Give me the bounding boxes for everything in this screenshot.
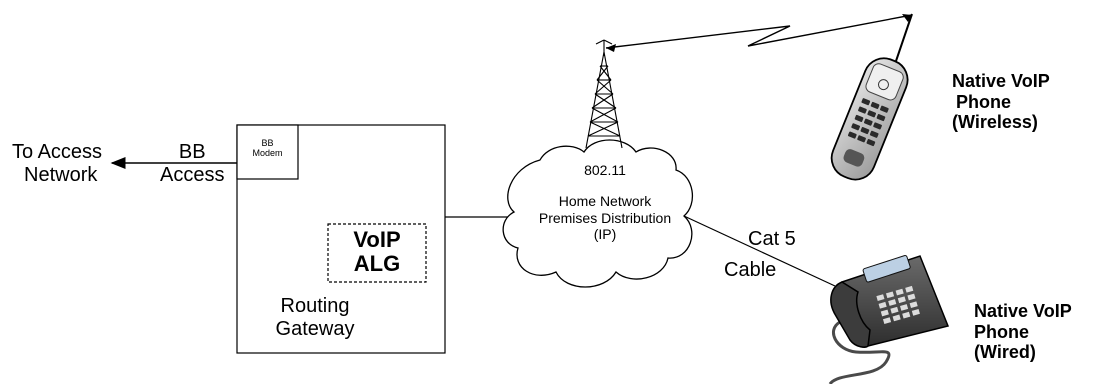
wifi-standard-label: 802.11 xyxy=(584,162,626,178)
routing-gateway-label: Routing Gateway xyxy=(275,295,355,340)
antenna-tower-icon xyxy=(585,39,623,149)
voip-alg-label: VoIP ALG xyxy=(353,227,401,277)
bb-modem-label: BB Modem xyxy=(252,138,283,159)
wired-phone-label: Native VoIP Phone (Wired) xyxy=(974,301,1072,363)
voip-alg-box xyxy=(327,223,427,283)
to-access-network-label: To Access Network xyxy=(12,141,103,186)
cat5-label: Cat 5 xyxy=(748,228,796,250)
wireless-link xyxy=(605,14,913,49)
bb-access-label: BB Access xyxy=(160,141,225,186)
wireless-phone-label: Native VoIP Phone (Wireless) xyxy=(952,71,1050,133)
desk-phone-icon xyxy=(828,254,950,384)
cable-label: Cable xyxy=(724,259,777,281)
bb-modem-box xyxy=(236,124,299,180)
wireless-phone-icon xyxy=(830,13,913,181)
cat5-cable-line xyxy=(683,215,836,287)
home-network-cloud xyxy=(502,139,694,288)
home-network-label: Home Network Premises Distribution (IP) xyxy=(538,193,672,243)
